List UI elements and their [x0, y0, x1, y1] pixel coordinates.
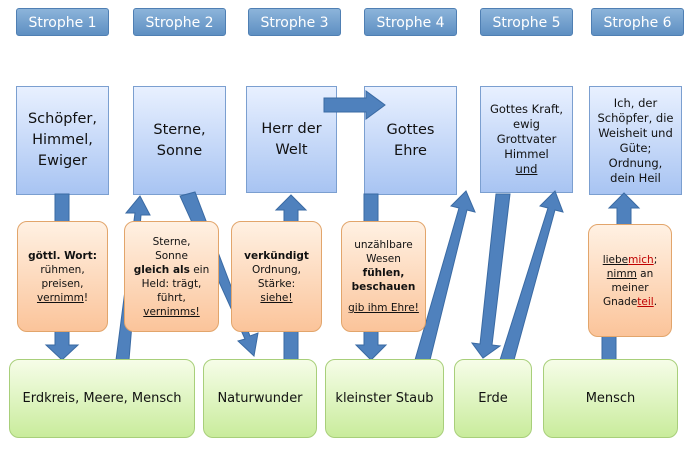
- box-text: Ehre: [394, 142, 427, 159]
- box-text: Grottvater: [496, 132, 557, 146]
- note-text: teil: [637, 295, 654, 308]
- box-text: Schöpfer,: [27, 111, 98, 127]
- node-mensch: Mensch: [543, 359, 678, 438]
- note-text: Stärke:: [257, 277, 296, 290]
- box-text: Ich, der: [613, 95, 658, 110]
- box-gottes-kraft: Gottes Kraft, ewig Grottvater Himmel und: [480, 86, 573, 193]
- box-text: Schöpfer, die: [597, 110, 674, 125]
- note-strophe-2: Sterne, Sonne gleich als ein Held: trägt…: [124, 221, 219, 332]
- box-text: Gottes: [386, 121, 435, 138]
- note-text: nimm: [606, 267, 637, 280]
- note-strophe-6: liebemich; nimm an meiner Gnadeteil.: [588, 224, 672, 337]
- box-text: ewig: [513, 117, 540, 131]
- note-text: meiner: [611, 281, 649, 294]
- box-text: Ewiger: [37, 153, 88, 169]
- note-text: preisen,: [41, 277, 84, 290]
- box-text: Sterne,: [153, 121, 206, 138]
- box-text: Güte;: [619, 140, 652, 155]
- header-strophe-2: Strophe 2: [133, 8, 226, 36]
- note-text: .: [653, 295, 658, 308]
- note-text: an: [636, 267, 654, 280]
- note-text: Gnade: [602, 295, 638, 308]
- note-spacer: [342, 294, 425, 301]
- note-text: Held: trägt,: [141, 277, 202, 290]
- note-text: liebe: [602, 253, 629, 266]
- note-text: gleich als: [133, 263, 190, 276]
- header-strophe-5: Strophe 5: [480, 8, 573, 36]
- arrow-diagonal-up-icon: [499, 190, 564, 361]
- box-gottes-ehre: Gottes Ehre: [364, 86, 457, 195]
- note-text: beschauen: [351, 281, 416, 293]
- note-text: führt,: [157, 291, 186, 304]
- box-herr-der-welt: Herr der Welt: [246, 86, 337, 193]
- node-erdkreis: Erdkreis, Meere, Mensch: [9, 359, 195, 438]
- box-schoepfer: Schöpfer, Himmel, Ewiger: [16, 86, 109, 195]
- node-erde: Erde: [454, 359, 532, 438]
- header-strophe-6: Strophe 6: [591, 8, 684, 36]
- note-text: göttl. Wort:: [28, 249, 97, 262]
- box-text: Weisheit und: [598, 125, 673, 140]
- note-text: mich: [628, 253, 654, 266]
- box-text: dein Heil: [610, 170, 661, 185]
- box-ich-der-schoepfer: Ich, der Schöpfer, die Weisheit und Güte…: [589, 86, 682, 195]
- note-strophe-4: unzählbare Wesen fühlen, beschauen gib i…: [341, 221, 426, 332]
- box-text: Welt: [275, 141, 308, 158]
- note-text: Ordnung,: [251, 263, 302, 276]
- note-text: unzählbare: [354, 239, 413, 251]
- note-text: Sonne: [155, 249, 188, 262]
- header-strophe-3: Strophe 3: [248, 8, 341, 36]
- note-text: ein: [189, 263, 210, 276]
- note-text: rühmen,: [40, 263, 85, 276]
- box-text: Herr der: [261, 120, 322, 137]
- node-naturwunder: Naturwunder: [203, 359, 317, 438]
- note-text: vernimm: [36, 291, 84, 304]
- box-text: und: [515, 162, 538, 176]
- note-strophe-1: göttl. Wort: rühmen, preisen, vernimm!: [17, 221, 108, 332]
- note-text: fühlen,: [362, 267, 405, 279]
- note-text: !: [83, 291, 89, 304]
- note-text: Wesen: [366, 253, 401, 265]
- note-text: vernimms!: [143, 305, 200, 318]
- arrow-diagonal-down-icon: [470, 193, 511, 359]
- note-text: gib ihm Ehre!: [348, 302, 419, 314]
- note-text: ;: [653, 253, 658, 266]
- node-kleinster-staub: kleinster Staub: [325, 359, 444, 438]
- box-text: Himmel,: [32, 132, 93, 148]
- note-text: Sterne,: [152, 235, 191, 248]
- header-strophe-1: Strophe 1: [16, 8, 109, 36]
- box-sterne-sonne: Sterne, Sonne: [133, 86, 226, 195]
- note-text: verkündigt: [244, 249, 309, 262]
- box-text: Himmel: [504, 147, 549, 161]
- box-text: Gottes Kraft,: [489, 102, 563, 116]
- header-strophe-4: Strophe 4: [364, 8, 457, 36]
- box-text: Ordnung,: [608, 155, 663, 170]
- box-text: Sonne: [156, 142, 203, 159]
- note-strophe-3: verkündigt Ordnung, Stärke: siehe!: [231, 221, 322, 332]
- note-text: siehe!: [260, 291, 293, 304]
